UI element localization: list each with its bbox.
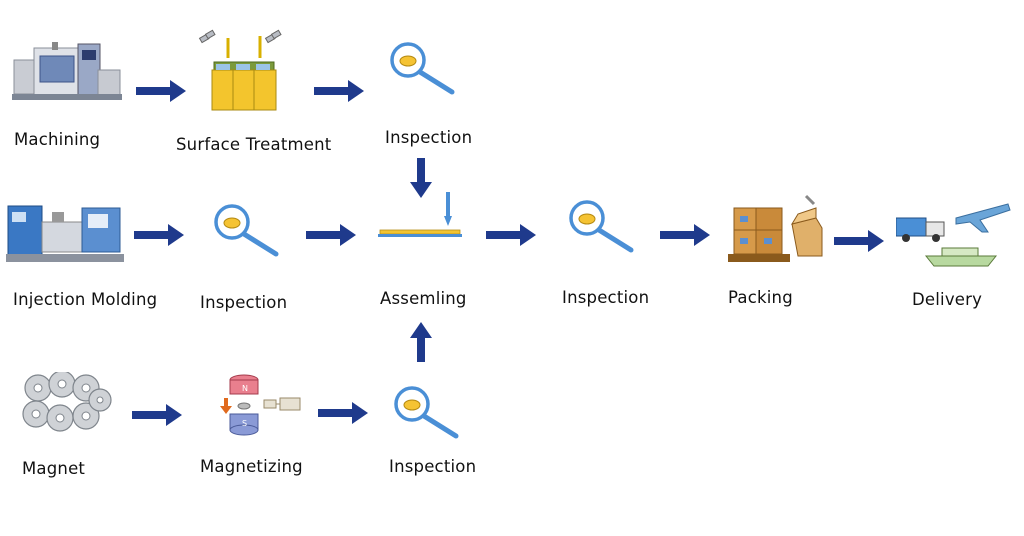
assembling-label: Assemling bbox=[380, 289, 467, 308]
magnifier-icon bbox=[212, 202, 292, 258]
machining-label: Machining bbox=[14, 130, 101, 149]
ring-magnets-icon bbox=[20, 372, 112, 438]
magnetizing-label: Magnetizing bbox=[200, 457, 303, 476]
flow-arrow-icon bbox=[660, 224, 712, 246]
flow-arrow-icon bbox=[136, 80, 188, 102]
flow-arrow-icon bbox=[834, 230, 886, 252]
inspection-final-label: Inspection bbox=[562, 288, 650, 307]
plating-tank-icon bbox=[196, 28, 286, 114]
assembly-dispenser-icon bbox=[378, 192, 462, 242]
inspection-label-row1: Inspection bbox=[385, 128, 473, 147]
flow-arrow-icon bbox=[132, 404, 184, 426]
flow-arrow-down-icon bbox=[410, 158, 432, 198]
truck-plane-ship-icon bbox=[896, 196, 1012, 272]
surface-treatment-label: Surface Treatment bbox=[176, 135, 332, 154]
magnetizer-south-pole: S bbox=[242, 419, 247, 428]
inspection-label-row2: Inspection bbox=[200, 293, 288, 312]
injection-molding-machine-icon bbox=[6, 198, 124, 266]
flow-arrow-icon bbox=[314, 80, 366, 102]
flow-arrow-up-icon bbox=[410, 322, 432, 362]
magnetizer-north-pole: N bbox=[242, 384, 248, 393]
flow-arrow-icon bbox=[134, 224, 186, 246]
magnetizer-icon: N S bbox=[214, 374, 302, 436]
delivery-label: Delivery bbox=[912, 290, 983, 309]
pallet-boxes-icon bbox=[726, 194, 826, 266]
injection-molding-label: Injection Molding bbox=[13, 290, 158, 309]
inspection-label-row3: Inspection bbox=[389, 457, 477, 476]
cnc-machine-icon bbox=[12, 40, 122, 102]
magnet-label: Magnet bbox=[22, 459, 86, 478]
magnifier-icon bbox=[388, 40, 468, 96]
flow-arrow-icon bbox=[318, 402, 370, 424]
flow-arrow-icon bbox=[306, 224, 358, 246]
packing-label: Packing bbox=[728, 288, 793, 307]
flow-arrow-icon bbox=[486, 224, 538, 246]
magnifier-icon bbox=[392, 384, 472, 440]
magnifier-icon bbox=[567, 198, 647, 254]
